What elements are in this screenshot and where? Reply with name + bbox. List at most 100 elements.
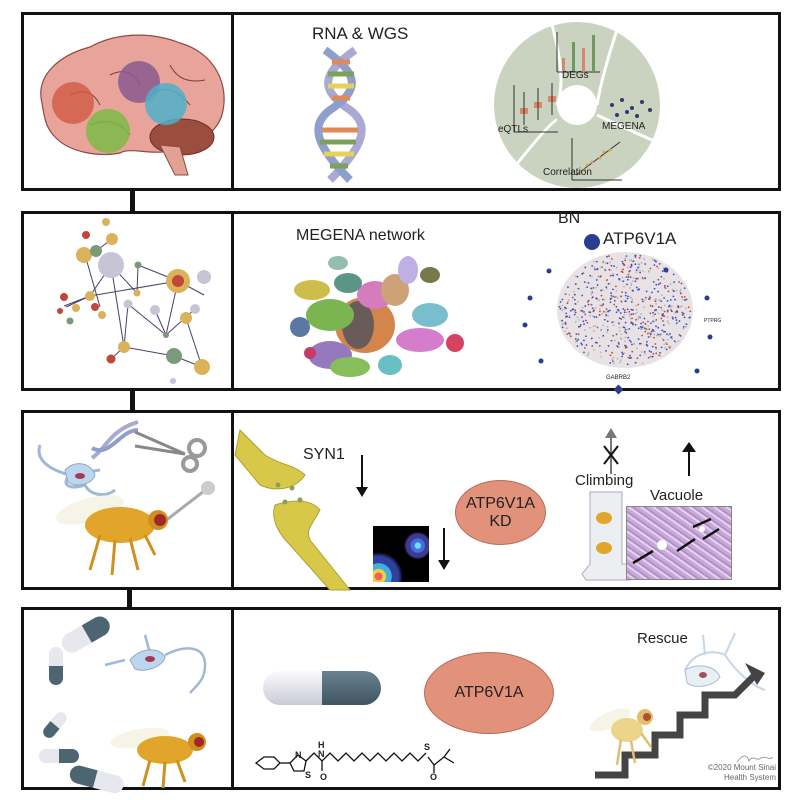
bn-node-dot <box>659 351 661 354</box>
bn-node-dot <box>631 350 634 353</box>
bn-node-dot <box>574 302 577 305</box>
bn-node-dot <box>630 282 633 285</box>
bn-node-dot <box>592 325 595 328</box>
bn-node-dot <box>628 310 631 313</box>
bn-node-dot <box>602 303 605 306</box>
node <box>123 299 133 309</box>
bn-node-dot <box>568 316 571 319</box>
bn-node-dot <box>608 268 611 271</box>
bn-node-dot <box>579 325 582 328</box>
bn-node-dot <box>578 319 580 321</box>
bn-node-dot <box>581 306 584 309</box>
fluorescence-image <box>373 526 429 582</box>
bn-node-dot <box>661 329 663 332</box>
bn-node-dot <box>591 264 594 267</box>
bn-node-dot <box>680 305 683 308</box>
bn-node-dot <box>657 267 660 270</box>
bn-node-dot <box>629 354 631 357</box>
bn-key-node-label: ATP6V1A <box>603 229 677 248</box>
bn-node-dot <box>627 356 630 359</box>
bn-node-dot <box>674 316 677 319</box>
bn-node-dot <box>621 291 623 294</box>
bn-node-dot <box>664 330 666 333</box>
bn-node-dot <box>662 266 665 269</box>
bn-node-dot <box>625 311 628 314</box>
bn-node-dot <box>624 291 627 294</box>
bn-node-dot <box>649 267 652 270</box>
bn-node-dot <box>564 293 567 296</box>
bn-node-dot <box>593 315 596 318</box>
bn-node-dot <box>565 312 568 315</box>
bn-node-dot <box>612 356 615 359</box>
bn-node-dot <box>595 260 598 263</box>
bn-node-dot <box>583 323 585 326</box>
bn-node-dot <box>615 311 618 314</box>
vacuole-label: Vacuole <box>650 487 704 504</box>
capsule-icon <box>263 671 381 705</box>
bn-node-dot <box>645 328 648 331</box>
bn-node-dot <box>678 333 681 336</box>
bn-node-dot <box>603 268 606 270</box>
cerebellum <box>149 118 215 156</box>
bn-node-dot <box>641 298 644 301</box>
bn-node-dot <box>609 261 611 264</box>
bn-node-dot <box>625 345 627 348</box>
bn-node-dot <box>655 352 658 355</box>
bn-node-dot <box>583 347 586 349</box>
region-red <box>52 82 94 124</box>
bn-node-dot <box>591 315 594 318</box>
bn-node-dot <box>603 298 606 301</box>
bn-node-dot <box>663 315 666 318</box>
bn-node-dot <box>590 337 593 340</box>
bn-node-dot <box>669 306 672 309</box>
bn-node-dot <box>652 315 655 317</box>
bn-node-dot <box>600 266 602 268</box>
target-label: ATP6V1A <box>454 684 524 701</box>
bn-node-dot <box>633 342 635 345</box>
bn-node-dot <box>558 305 561 308</box>
copyright-text: ©2020 Mount Sinai Health System <box>700 763 776 783</box>
bn-node-dot <box>587 353 589 356</box>
bn-node-dot <box>659 282 662 285</box>
bn-label-gabrb2: GABRB2 <box>606 375 631 381</box>
bn-node-dot <box>671 288 674 291</box>
bn-node-dot <box>637 303 640 306</box>
signal-down-arrow-icon <box>438 528 450 570</box>
bn-node-dot <box>672 295 675 298</box>
bn-node-dot <box>629 276 632 279</box>
bn-node-dot <box>613 299 616 302</box>
fly-icon <box>56 481 215 576</box>
bn-node-dot <box>603 318 606 321</box>
bn-node-dot <box>679 288 682 291</box>
bn-node-dot <box>622 326 625 329</box>
bn-node-dot <box>609 354 612 357</box>
bn-node-dot <box>601 298 604 301</box>
node <box>85 291 95 301</box>
bn-node-dot <box>662 313 665 315</box>
bn-node-dot <box>590 293 593 296</box>
bn-node-dot <box>585 344 588 346</box>
bn-node-dot <box>615 290 618 292</box>
bn-node-dot <box>654 343 657 345</box>
bn-node-dot <box>600 294 603 297</box>
bn-node-dot <box>651 328 654 331</box>
bn-node-dot <box>666 309 669 312</box>
disc-center-hole <box>557 85 597 125</box>
bn-node-dot <box>595 286 598 289</box>
region-green <box>86 109 130 153</box>
bn-node-dot <box>577 325 580 328</box>
bn-node-dot <box>670 310 673 313</box>
bn-node-dot <box>636 311 638 314</box>
bn-node-dot <box>637 338 640 341</box>
bn-node-dot <box>609 274 612 277</box>
atom-o2: O <box>430 772 438 782</box>
bn-node-dot <box>606 255 608 258</box>
bn-node-dot <box>667 290 670 293</box>
bn-node-dot <box>559 301 562 303</box>
bn-node-dot <box>620 338 623 340</box>
bn-node-dot <box>644 353 646 355</box>
node <box>150 305 160 315</box>
bn-node-dot <box>644 296 647 299</box>
bn-node-dot <box>630 284 633 287</box>
syn1-label: SYN1 <box>303 446 345 463</box>
